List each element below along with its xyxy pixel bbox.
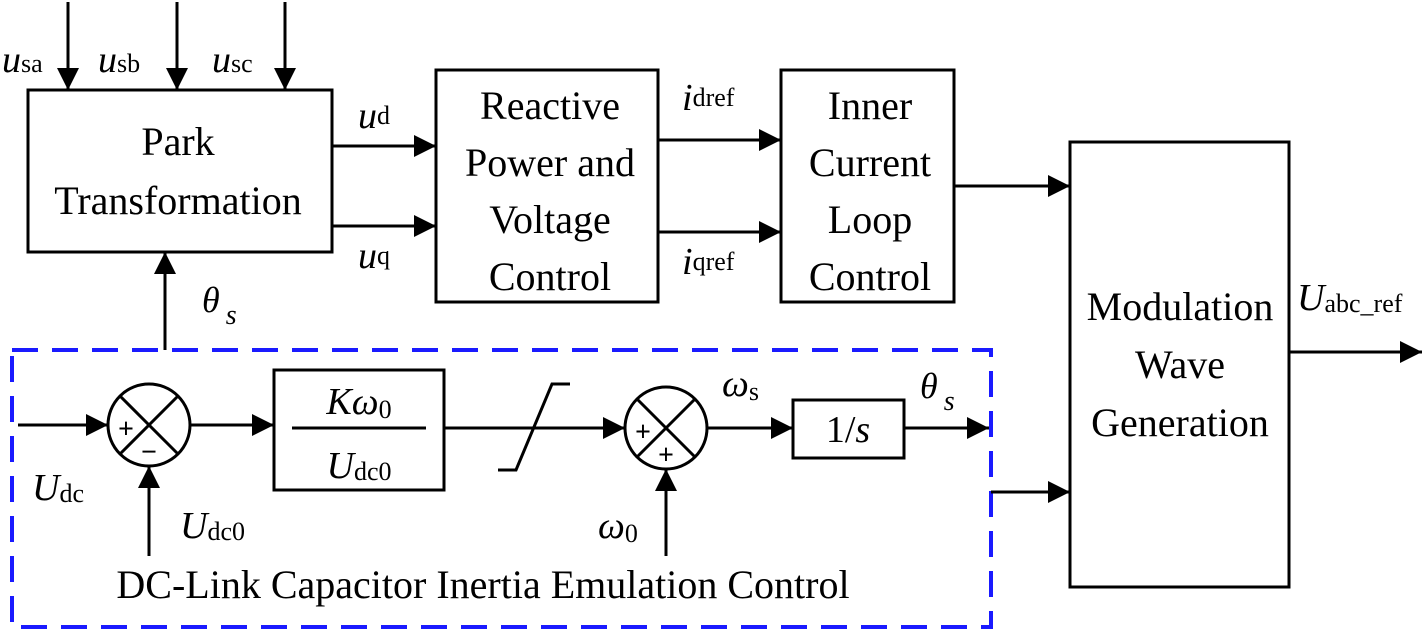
uq-label: uq xyxy=(358,235,390,277)
reactive-power-voltage-block xyxy=(434,68,660,304)
summer-2: + + xyxy=(623,385,709,471)
modulation-label-2: Wave xyxy=(1135,342,1225,387)
park-label-2: Transformation xyxy=(54,178,301,223)
integrator-label: 1/s xyxy=(826,409,870,451)
modulation-label-1: Modulation xyxy=(1087,284,1274,329)
limiter-symbol xyxy=(498,382,570,472)
usb-label: usb xyxy=(98,39,140,81)
idref-label: idref xyxy=(682,77,735,119)
park-transformation-block xyxy=(26,88,334,254)
uabc-ref-label: Uabc_ref xyxy=(1297,277,1403,319)
gain-numerator: Kω0 xyxy=(325,381,391,424)
reactive-label-1: Reactive xyxy=(480,83,620,128)
inertia-emulation-frame xyxy=(10,348,993,629)
omega0-label: ω0 xyxy=(598,505,638,548)
inner-label-3: Loop xyxy=(828,197,912,242)
usc-label: usc xyxy=(212,39,253,81)
modulation-label-3: Generation xyxy=(1091,400,1269,445)
udc0-label: Udc0 xyxy=(180,505,245,547)
gain-denominator: Udc0 xyxy=(327,445,392,487)
summer-2-sign-left: + xyxy=(635,417,651,448)
inner-label-2: Current xyxy=(809,140,931,185)
gain-block xyxy=(272,368,446,492)
usa-label: usa xyxy=(2,39,43,81)
inner-label-1: Inner xyxy=(828,83,912,128)
summer-1-sign-minus: − xyxy=(141,437,157,468)
iqref-label: iqref xyxy=(682,241,735,283)
inertia-emulation-caption: DC-Link Capacitor Inertia Emulation Cont… xyxy=(116,562,849,607)
reactive-label-3: Voltage xyxy=(489,197,610,242)
reactive-label-2: Power and xyxy=(465,140,635,185)
park-label-1: Park xyxy=(141,119,214,164)
reactive-label-4: Control xyxy=(489,254,611,299)
summer-1: + − xyxy=(106,382,192,468)
omega-s-label: ωs xyxy=(722,363,759,406)
inner-label-4: Control xyxy=(809,254,931,299)
udc-label: Udc xyxy=(32,467,84,509)
modulation-wave-block xyxy=(1068,140,1291,589)
ud-label: ud xyxy=(358,95,390,137)
summer-1-sign-plus: + xyxy=(118,414,134,445)
summer-2-sign-bottom: + xyxy=(658,440,674,471)
